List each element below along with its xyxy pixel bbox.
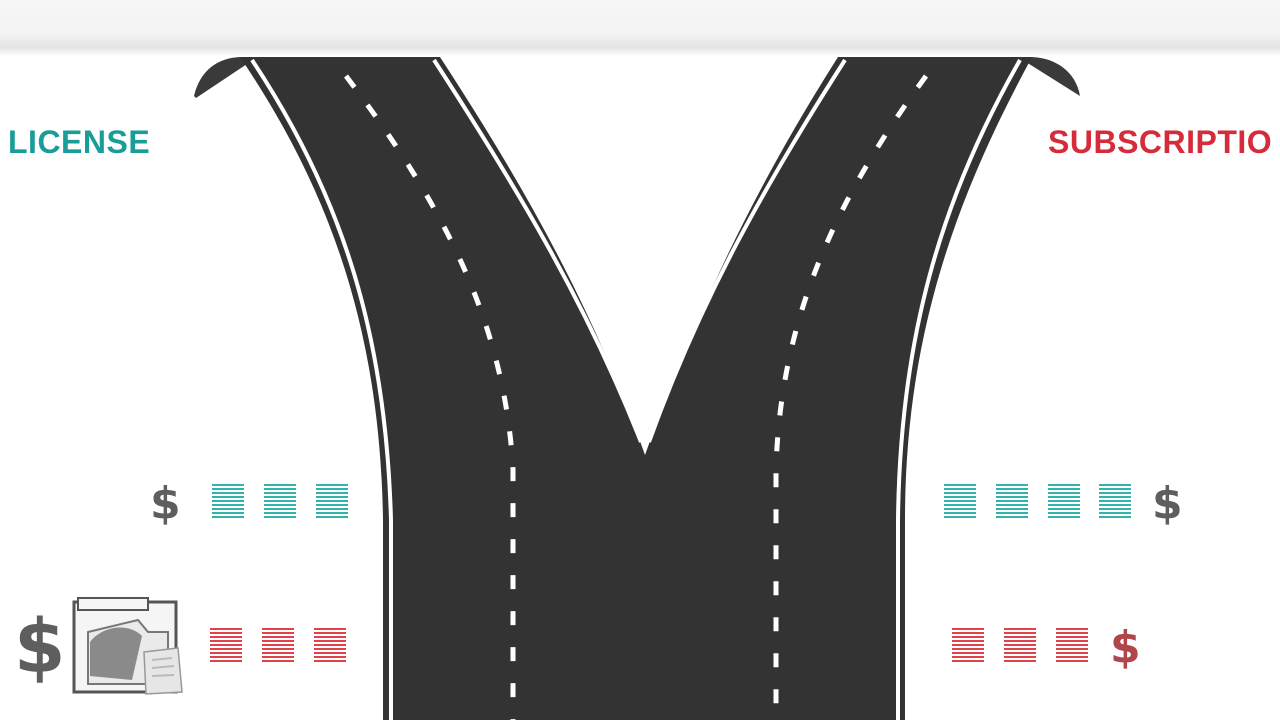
- right-inner-edge: [647, 58, 847, 443]
- document-stack-icon: [1056, 628, 1088, 666]
- left-edge-line: [250, 58, 393, 720]
- subscription-red-dollar-icon: $: [1110, 622, 1141, 673]
- document-stack-icon: [314, 628, 346, 666]
- road-body: [240, 57, 1032, 720]
- license-dollar-icon: $: [150, 478, 181, 529]
- right-edge-line: [896, 59, 1022, 720]
- document-stack-icon: [952, 628, 984, 666]
- folder-icon: [72, 596, 184, 696]
- left-inner-edge: [432, 58, 643, 443]
- document-stack-icon: [944, 484, 976, 522]
- subscription-dollar-icon: $: [1152, 478, 1183, 529]
- document-stack-icon: [212, 484, 244, 522]
- document-stack-icon: [1099, 484, 1131, 522]
- document-stack-icon: [316, 484, 348, 522]
- right-road-curl: [1026, 57, 1080, 96]
- document-stack-icon: [1048, 484, 1080, 522]
- top-shade: [0, 0, 1280, 56]
- document-stack-icon: [1004, 628, 1036, 666]
- document-stack-icon: [262, 628, 294, 666]
- document-stack-icon: [264, 484, 296, 522]
- license-large-dollar-icon: $: [14, 604, 66, 690]
- right-lane-dashes: [773, 74, 929, 720]
- subscription-label: SUBSCRIPTIO: [1048, 124, 1273, 160]
- document-stack-icon: [210, 628, 242, 666]
- license-label: LICENSE: [8, 124, 151, 160]
- left-road-curl: [194, 57, 250, 98]
- document-stack-icon: [996, 484, 1028, 522]
